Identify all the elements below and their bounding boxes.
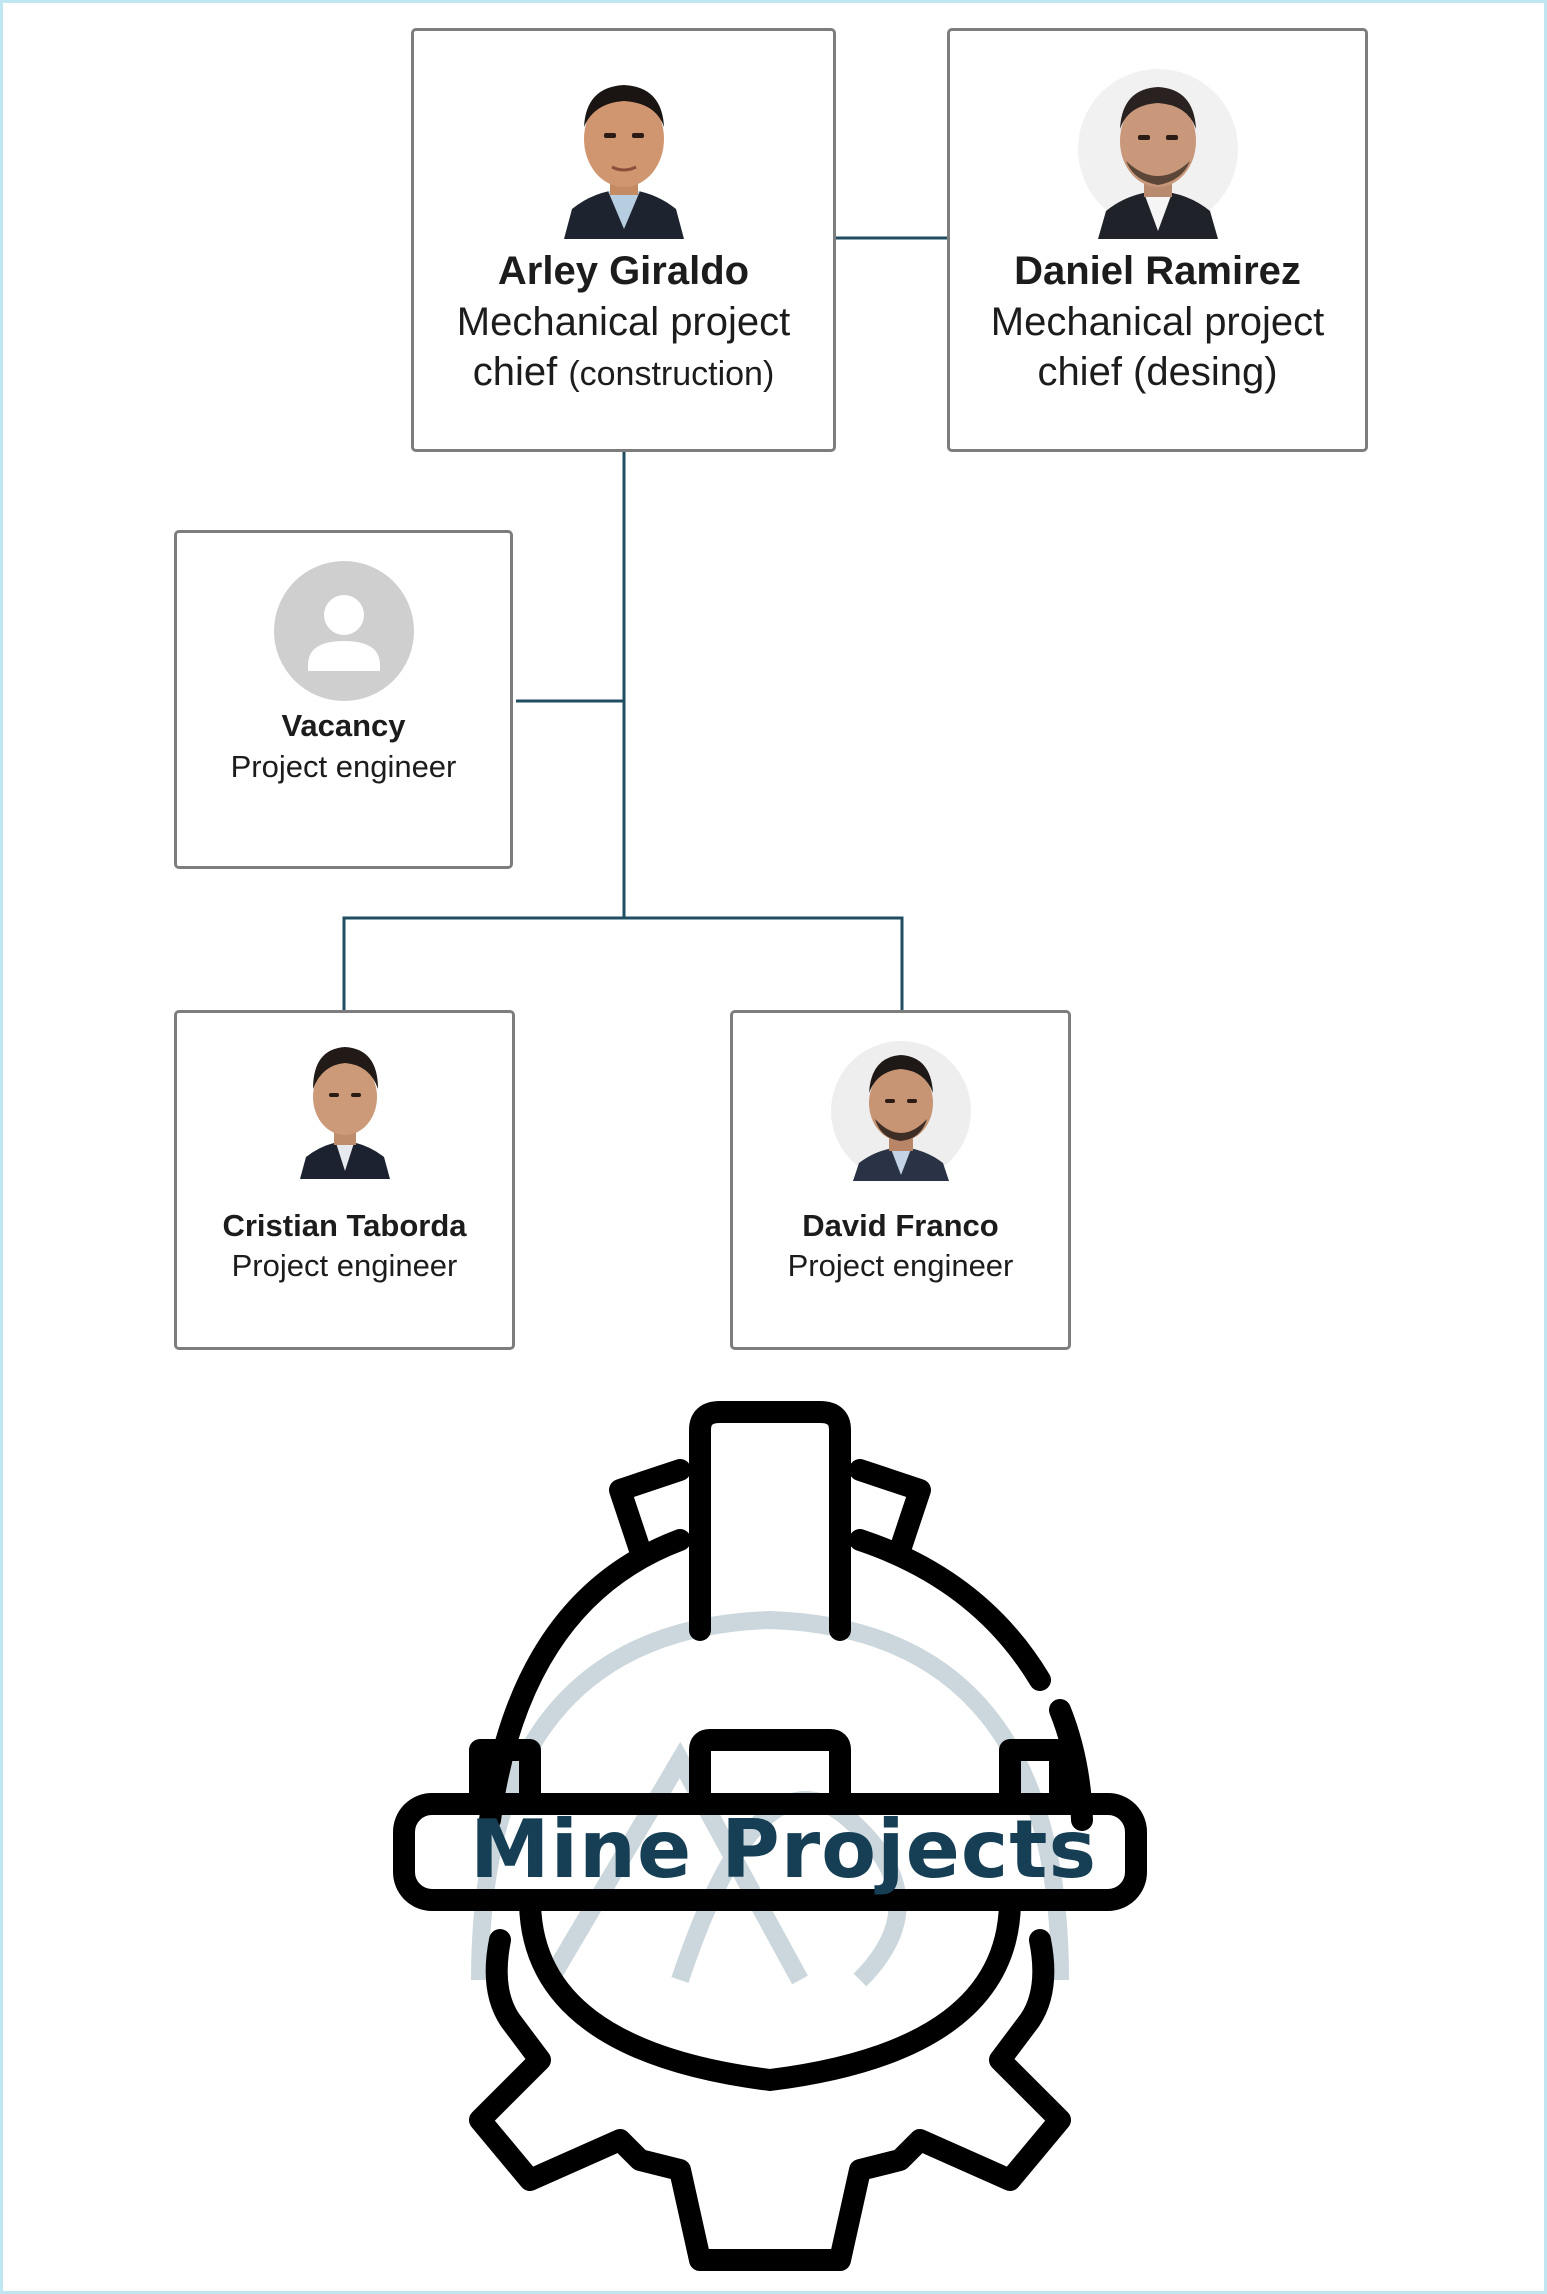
role-line-2-small: (construction) xyxy=(568,355,775,393)
role-line-2-main: chief xyxy=(472,350,569,394)
person-photo-avatar xyxy=(299,1039,390,1179)
org-card-arley-giraldo: Arley Giraldo Mechanical project chief (… xyxy=(411,28,836,452)
person-photo-avatar xyxy=(830,1041,971,1181)
person-photo-avatar xyxy=(563,69,684,239)
person-name: Vacancy xyxy=(281,708,406,743)
org-card-david-franco: David Franco Project engineer xyxy=(730,1010,1071,1350)
person-role: Project engineer xyxy=(231,1248,458,1283)
org-card-cristian-taborda: Cristian Taborda Project engineer xyxy=(174,1010,515,1350)
connector-engineers xyxy=(342,916,904,1010)
org-card-daniel-ramirez: Daniel Ramirez Mechanical project chief … xyxy=(947,28,1368,452)
role-line-1: Mechanical project xyxy=(990,300,1325,344)
role-line-2: chief (desing) xyxy=(1037,350,1278,394)
person-photo-avatar xyxy=(1077,69,1238,239)
person-name: Arley Giraldo xyxy=(497,249,750,293)
placeholder-user-icon xyxy=(273,561,414,701)
person-name: Daniel Ramirez xyxy=(1014,249,1301,293)
role-line-1: Mechanical project xyxy=(456,300,791,344)
role-line-2: chief (construction) xyxy=(428,347,819,399)
person-role: Mechanical project chief (desing) xyxy=(950,297,1365,397)
hard-hat-gear-icon xyxy=(380,1400,1160,2285)
person-role: Project engineer xyxy=(787,1248,1014,1283)
org-card-vacancy: Vacancy Project engineer xyxy=(174,530,513,869)
person-role: Project engineer xyxy=(230,749,457,784)
company-name: Mine Projects xyxy=(470,1803,1098,1896)
person-name: Cristian Taborda xyxy=(222,1208,467,1243)
person-role: Mechanical project chief (construction) xyxy=(414,297,833,399)
person-name: David Franco xyxy=(802,1208,999,1243)
